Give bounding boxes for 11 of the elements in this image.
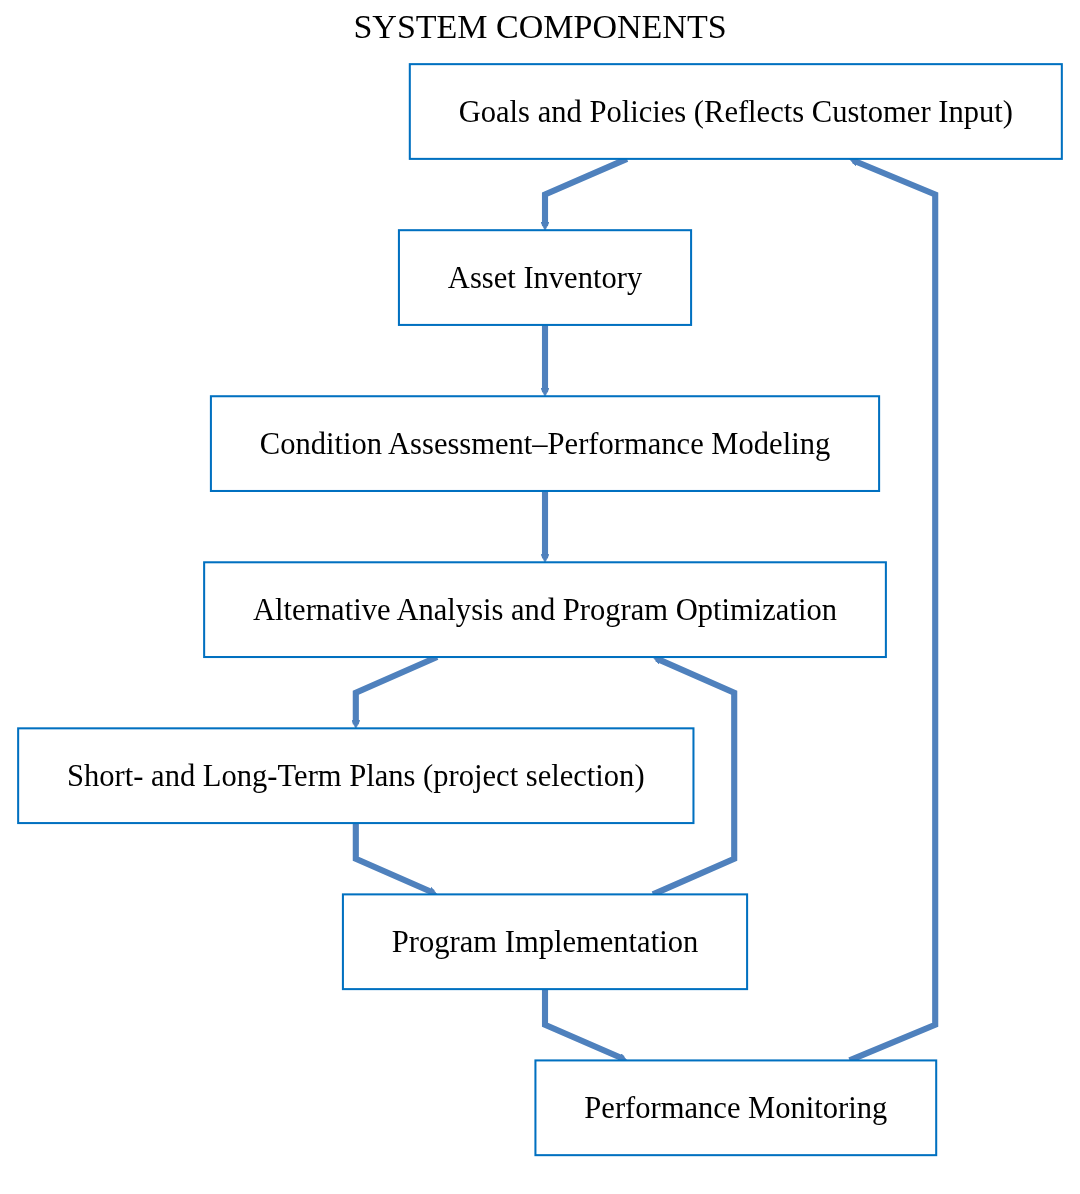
node-box: Asset Inventory bbox=[397, 229, 693, 326]
node-box: Condition Assessment–Performance Modeling bbox=[209, 395, 881, 492]
diagram-title: SYSTEM COMPONENTS bbox=[353, 8, 727, 46]
node-box: Alternative Analysis and Program Optimization bbox=[203, 561, 887, 659]
node-box: Short- and Long-Term Plans (project selection) bbox=[17, 727, 695, 825]
arrow bbox=[540, 324, 550, 397]
arrow bbox=[352, 823, 438, 896]
node-box: Program Implementation bbox=[341, 893, 749, 991]
arrow bbox=[540, 491, 550, 563]
node-box: Goals and Policies (Reflects Customer Input) bbox=[408, 63, 1063, 160]
node-box: Performance Monitoring bbox=[534, 1059, 938, 1157]
